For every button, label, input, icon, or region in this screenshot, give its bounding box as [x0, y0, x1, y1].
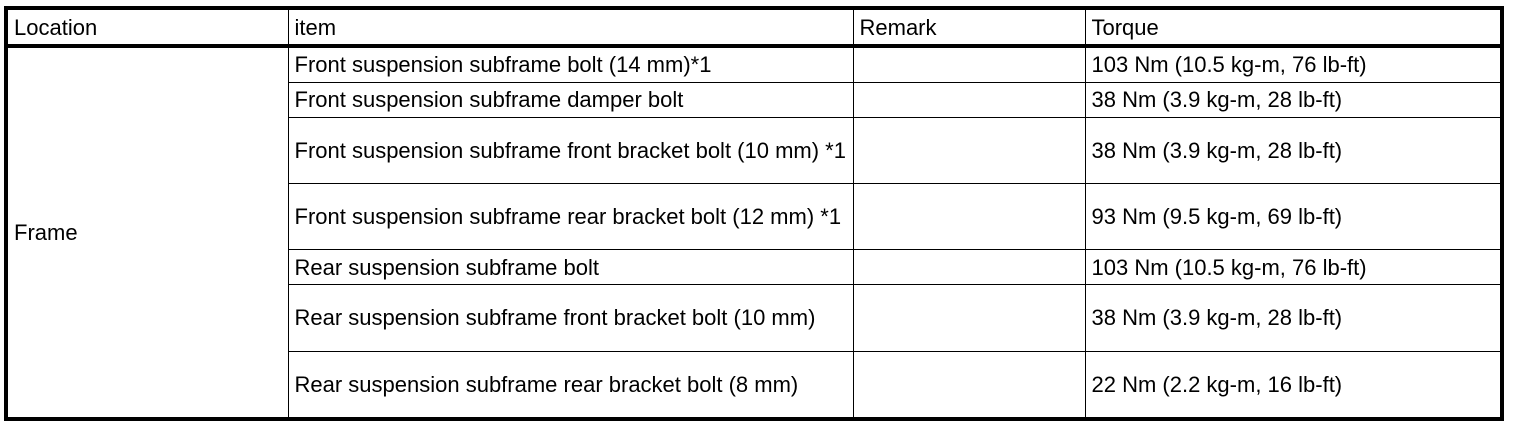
cell-item: Front suspension subframe bolt (14 mm)*1	[287, 45, 854, 83]
column-header-torque: Torque	[1084, 7, 1503, 48]
cell-remark	[852, 350, 1086, 420]
cell-torque: 103 Nm (10.5 kg-m, 76 lb-ft)	[1084, 249, 1503, 286]
table-body: Frame Front suspension subframe bolt (14…	[5, 45, 1503, 420]
cell-torque: 103 Nm (10.5 kg-m, 76 lb-ft)	[1084, 45, 1503, 83]
table-header: Location item Remark Torque	[5, 7, 1503, 48]
cell-remark	[852, 249, 1086, 286]
table-row: Frame Front suspension subframe bolt (14…	[5, 45, 1503, 420]
cell-item: Front suspension subframe damper bolt	[287, 81, 854, 118]
column-header-remark: Remark	[852, 7, 1086, 48]
cell-item: Rear suspension subframe rear bracket bo…	[287, 350, 854, 420]
cell-torque: 22 Nm (2.2 kg-m, 16 lb-ft)	[1084, 350, 1503, 420]
cell-item: Rear suspension subframe front bracket b…	[287, 284, 854, 352]
table-header-row: Location item Remark Torque	[5, 7, 1503, 48]
cell-torque: 38 Nm (3.9 kg-m, 28 lb-ft)	[1084, 284, 1503, 352]
cell-remark	[852, 284, 1086, 352]
table-row: Rear suspension subframe bolt 103 Nm (10…	[6, 249, 1503, 286]
cell-torque: 38 Nm (3.9 kg-m, 28 lb-ft)	[1084, 81, 1503, 118]
table-row: Rear suspension subframe front bracket b…	[6, 284, 1503, 352]
column-header-item: item	[287, 7, 854, 48]
cell-remark	[852, 182, 1086, 251]
table-row: Rear suspension subframe rear bracket bo…	[6, 350, 1503, 420]
table-row: Front suspension subframe front bracket …	[6, 116, 1503, 184]
cell-remark	[852, 45, 1086, 83]
cell-item: Rear suspension subframe bolt	[287, 249, 854, 286]
cell-item: Front suspension subframe rear bracket b…	[287, 182, 854, 251]
cell-remark	[852, 81, 1086, 118]
torque-specification-table: Location item Remark Torque Frame Front …	[4, 6, 1504, 421]
table-row: Front suspension subframe damper bolt 38…	[6, 81, 1503, 118]
cell-torque: 38 Nm (3.9 kg-m, 28 lb-ft)	[1084, 116, 1503, 184]
cell-torque: 93 Nm (9.5 kg-m, 69 lb-ft)	[1084, 182, 1503, 251]
cell-location-frame: Frame	[5, 45, 289, 420]
column-header-location: Location	[5, 7, 289, 48]
cell-item: Front suspension subframe front bracket …	[287, 116, 854, 184]
table-row: Front suspension subframe rear bracket b…	[6, 182, 1503, 251]
cell-remark	[852, 116, 1086, 184]
